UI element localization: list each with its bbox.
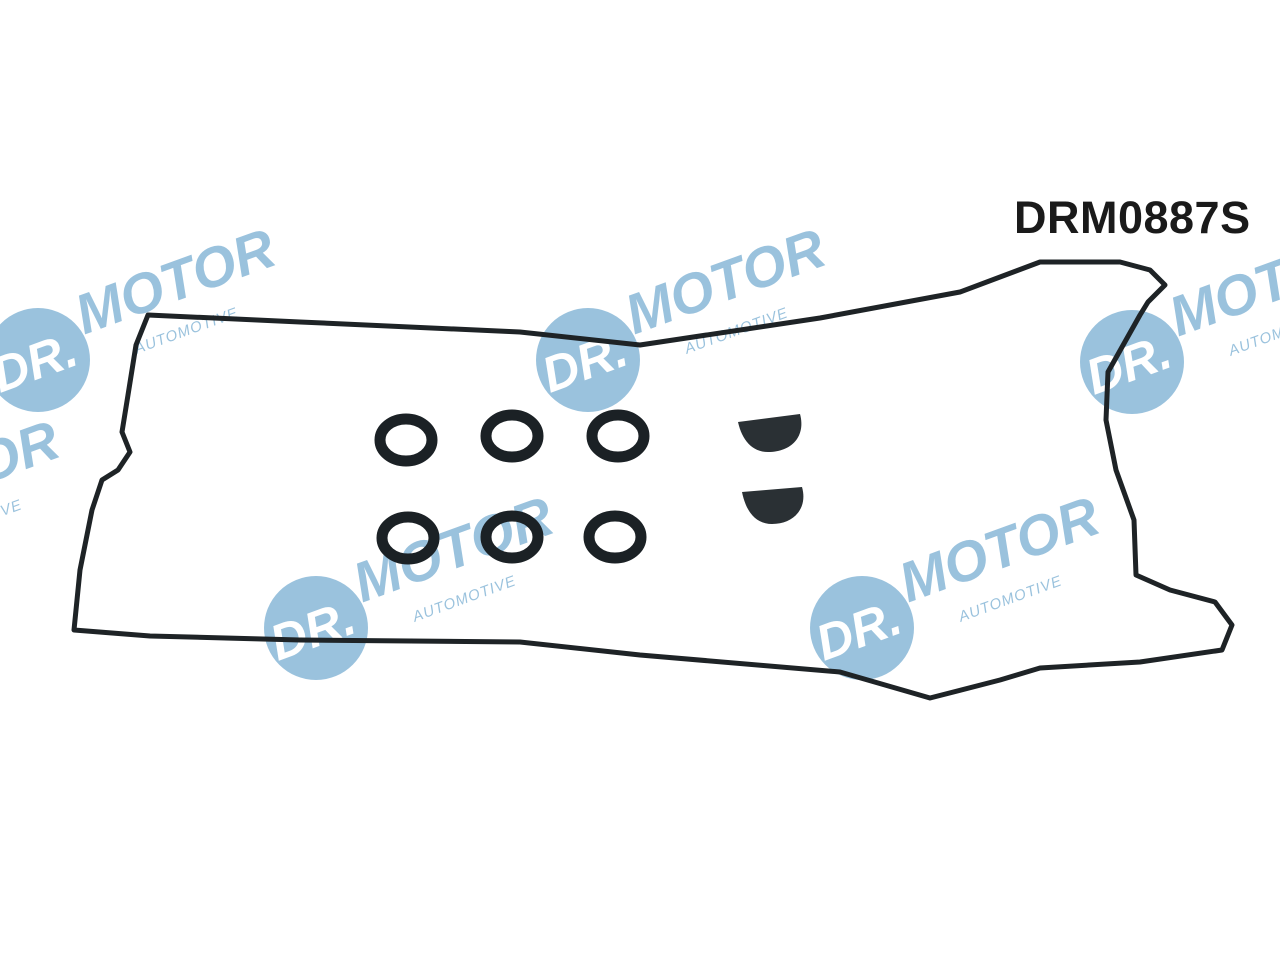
watermark-logo [0,215,284,412]
o-ring-set [374,409,650,565]
o-ring [480,510,544,564]
o-ring [480,409,544,463]
part-number: DRM0887S [1014,192,1251,243]
watermark-logo [534,215,834,412]
watermark-logo [0,407,68,604]
half-moon-plug [742,487,804,524]
o-ring [583,510,647,564]
half-moon-plugs [738,414,804,524]
o-ring [376,511,440,565]
o-ring [586,409,650,463]
watermark-logo [808,483,1108,680]
valve-cover-gasket [71,259,1235,701]
o-ring [374,413,438,467]
half-moon-plug [738,414,802,452]
